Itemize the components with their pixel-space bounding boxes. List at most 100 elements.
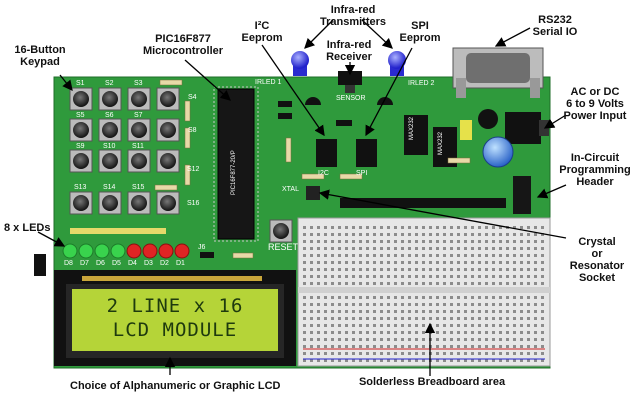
label-line: Resonator — [569, 260, 625, 272]
arrow-ir-tx-2 — [361, 19, 393, 49]
led-label: D5 — [112, 260, 121, 267]
label-line: Transmitters — [319, 16, 387, 28]
silk-sensor: SENSOR — [336, 95, 366, 102]
arrow-spi — [365, 47, 413, 137]
key-label: S13 — [74, 184, 87, 191]
jumper-headers — [278, 101, 352, 126]
led-label: D7 — [80, 260, 89, 267]
label-line: In-Circuit — [570, 152, 620, 164]
label-infrared-receiver: Infra-red Receiver — [314, 39, 384, 63]
left-edge-connector — [34, 254, 46, 276]
pic-microcontroller — [213, 86, 259, 242]
led-d2 — [158, 243, 174, 259]
arrow-power — [543, 114, 567, 129]
led-resistor-network — [70, 228, 166, 234]
key-2 — [98, 87, 122, 111]
lcd-line-1: 2 LINE x 16 — [106, 295, 244, 317]
key-label: S9 — [76, 143, 85, 150]
lcd-text: 2 LINE x 16 LCD MODULE — [72, 289, 278, 351]
led-d4 — [126, 243, 142, 259]
ir-receiver — [338, 71, 362, 93]
key-7 — [127, 118, 151, 142]
silk-pic-chip: PIC16F877-20/P — [231, 150, 237, 195]
led-label: D2 — [160, 260, 169, 267]
silk-reset: RESET — [268, 242, 299, 252]
electrolytic-capacitor — [482, 136, 514, 168]
label-lcd: Choice of Alphanumeric or Graphic LCD — [70, 380, 281, 392]
key-4 — [156, 87, 180, 111]
label-line: Keypad — [20, 56, 60, 68]
key-11 — [127, 149, 151, 173]
label-infrared-transmitters: Infra-red Transmitters — [318, 4, 388, 28]
led-label: D4 — [128, 260, 137, 267]
key-6 — [98, 118, 122, 142]
key-1 — [69, 87, 93, 111]
arrow-rs232 — [494, 27, 531, 47]
label-line: Crystal — [578, 236, 616, 248]
key-14 — [98, 191, 122, 215]
key-5 — [69, 118, 93, 142]
label-i2c-eeprom: I²C Eeprom — [232, 20, 292, 44]
label-breadboard: Solderless Breadboard area — [358, 376, 506, 388]
label-crystal: Crystal or Resonator Socket — [560, 236, 634, 284]
key-13 — [69, 191, 93, 215]
label-line: or — [591, 248, 603, 260]
label-line: Infra-red — [330, 4, 376, 16]
ir-led-1 — [291, 51, 309, 76]
led-d7 — [78, 243, 94, 259]
key-label: S6 — [105, 112, 114, 119]
label-line: I²C — [254, 20, 270, 32]
label-line: Socket — [578, 272, 616, 284]
reset-button — [269, 219, 293, 243]
arrow-crystal — [318, 189, 567, 239]
silk-max232-b: MAX232 — [438, 131, 444, 155]
key-label: S4 — [188, 94, 197, 101]
label-keypad: 16-Button Keypad — [2, 44, 78, 68]
key-label: S7 — [134, 112, 143, 119]
key-8 — [156, 118, 180, 142]
label-line: Header — [576, 176, 614, 188]
silk-i2c: I2C — [318, 170, 329, 177]
key-3 — [127, 87, 151, 111]
silk-xtal: XTAL — [282, 186, 299, 193]
label-line: SPI — [411, 20, 429, 32]
silk-j6: J6 — [198, 244, 206, 251]
key-12 — [156, 149, 180, 173]
label-line: Power Input — [563, 110, 627, 122]
label-icsp: In-Circuit Programming Header — [556, 152, 634, 188]
ir-led-2 — [388, 51, 406, 76]
arrow-leds — [37, 231, 66, 247]
led-d8 — [62, 243, 78, 259]
label-line: Eeprom — [241, 32, 283, 44]
label-pic: PIC16F877 Microcontroller — [130, 33, 236, 57]
label-leds: 8 x LEDs — [4, 222, 51, 234]
key-9 — [69, 149, 93, 173]
silk-irled1: IRLED 1 — [255, 79, 282, 86]
leds — [62, 243, 190, 259]
arrow-icsp — [536, 184, 567, 199]
led-d5 — [110, 243, 126, 259]
keypad-resistors — [154, 79, 191, 191]
label-line: PIC16F877 — [155, 33, 211, 45]
label-line: Infra-red — [326, 39, 372, 51]
arrow-i2c — [261, 44, 325, 137]
led-d1 — [174, 243, 190, 259]
lcd-module — [54, 270, 296, 366]
arrow-ir-tx-1 — [304, 19, 334, 49]
arrow-keypad — [59, 74, 73, 92]
key-label: S5 — [76, 112, 85, 119]
key-label: S15 — [132, 184, 145, 191]
silk-max232-a: MAX232 — [409, 116, 415, 140]
led-d6 — [94, 243, 110, 259]
key-label: S3 — [134, 80, 143, 87]
label-power-input: AC or DC 6 to 9 Volts Power Input — [556, 86, 634, 122]
crystal-socket — [306, 186, 320, 200]
key-label: S12 — [187, 166, 200, 173]
rs232-connector — [452, 47, 544, 98]
key-label: S16 — [187, 200, 200, 207]
led-label: D1 — [176, 260, 185, 267]
resistors — [232, 137, 471, 259]
key-10 — [98, 149, 122, 173]
label-line: Eeprom — [399, 32, 441, 44]
